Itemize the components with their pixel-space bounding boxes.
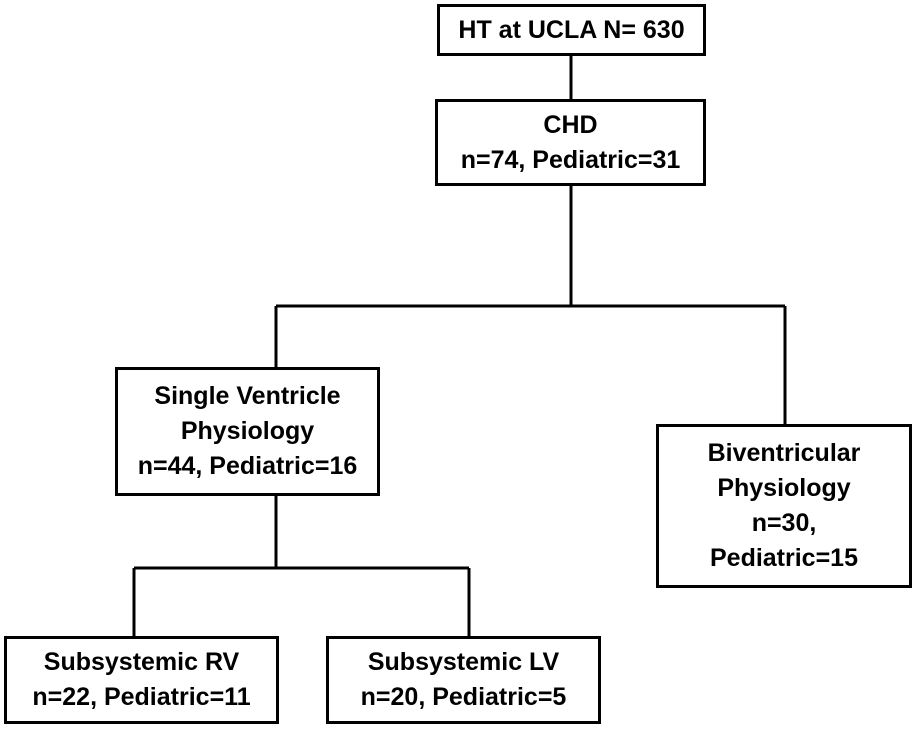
node-line: Subsystemic RV (43, 648, 240, 676)
node-subsystemic-rv: Subsystemic RV n=22, Pediatric=11 (4, 636, 279, 724)
node-chd: CHD n=74, Pediatric=31 (435, 99, 706, 186)
node-subsystemic-lv: Subsystemic LV n=20, Pediatric=5 (326, 636, 601, 724)
node-line: HT at UCLA N= 630 (458, 15, 685, 44)
node-line: n=22, Pediatric=11 (32, 683, 251, 711)
node-line: n=20, Pediatric=5 (360, 683, 567, 711)
node-line: Subsystemic LV (367, 648, 560, 676)
node-line: n=44, Pediatric=16 (137, 452, 358, 480)
node-line: Physiology (717, 474, 851, 502)
node-line: Single Ventricle (154, 382, 341, 410)
node-line: Biventricular (707, 439, 861, 467)
node-line: Pediatric=15 (709, 544, 858, 572)
node-line: n=74, Pediatric=31 (460, 145, 681, 174)
node-biventricular-physiology: Biventricular Physiology n=30, Pediatric… (656, 424, 912, 588)
node-single-ventricle-physiology: Single Ventricle Physiology n=44, Pediat… (115, 367, 380, 496)
node-line: CHD (543, 110, 598, 139)
node-line: Physiology (180, 417, 315, 445)
node-line: n=30, (751, 509, 817, 537)
node-ht-at-ucla: HT at UCLA N= 630 (437, 4, 706, 56)
